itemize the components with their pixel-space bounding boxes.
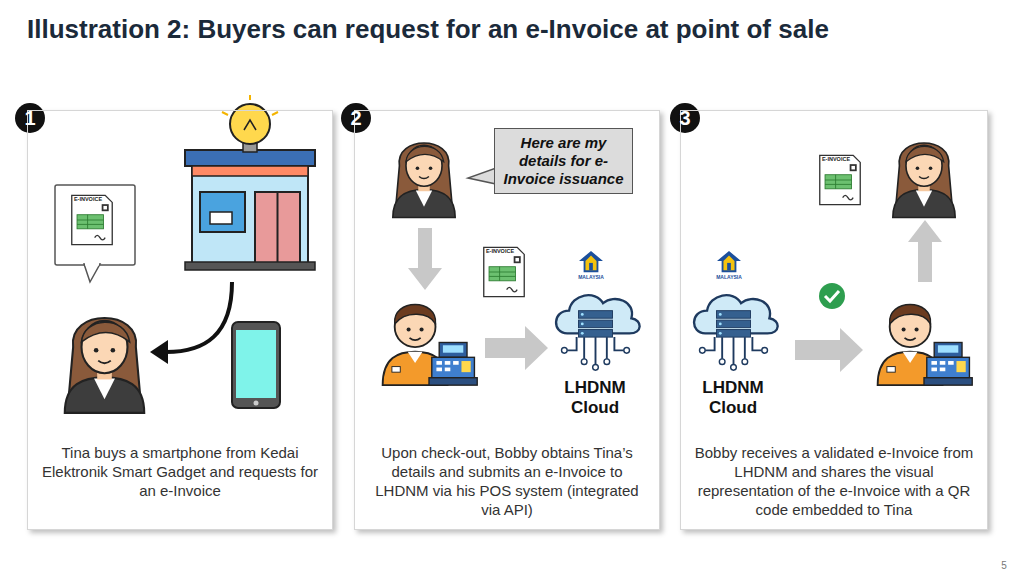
text-label: E-INVOICE <box>480 248 520 255</box>
invoice-icon <box>820 155 860 204</box>
flow-arrow <box>795 328 863 372</box>
tina-figure <box>393 143 455 217</box>
phone-icon <box>232 322 280 408</box>
tina-figure <box>65 318 144 413</box>
flow-arrow <box>908 220 942 282</box>
cloud-icon <box>694 295 778 370</box>
flow-arrow <box>485 326 548 370</box>
step-panel: Upon check-out, Bobby obtains Tina’s det… <box>354 110 660 530</box>
step-caption: Bobby receives a validated e-Invoice fro… <box>693 443 975 519</box>
lhdn-logo <box>717 251 741 272</box>
speech-bubble: Here are my details for e-Invoice issuan… <box>494 128 633 194</box>
text-label: E-INVOICE <box>816 156 856 163</box>
invoice-icon <box>72 195 112 244</box>
bobby-figure <box>878 304 973 385</box>
bubble-text: Here are my details for e-Invoice issuan… <box>501 134 626 188</box>
text-label: LHDNM Cloud <box>555 378 635 418</box>
text-label: LHDNM Cloud <box>693 378 773 418</box>
step-panel: Tina buys a smartphone from Kedai Elektr… <box>27 110 333 530</box>
lhdn-logo <box>579 251 603 272</box>
flow-arrow <box>408 228 442 290</box>
text-label: 2 <box>341 107 371 129</box>
step-caption: Tina buys a smartphone from Kedai Elektr… <box>40 443 320 500</box>
step-panel: Bobby receives a validated e-Invoice fro… <box>680 110 988 530</box>
curved-arrow <box>150 282 232 364</box>
check-mark <box>819 283 845 309</box>
bobby-figure <box>383 304 478 385</box>
invoice-thought-bubble <box>55 185 135 282</box>
cloud-icon <box>556 295 640 370</box>
text-label: 1 <box>15 107 45 129</box>
shop-icon <box>185 95 315 270</box>
bubble-tail <box>468 168 496 184</box>
text-label: 3 <box>670 107 700 129</box>
text-label: E-INVOICE <box>68 196 108 203</box>
diagram-title: Illustration 2: Buyers can request for a… <box>27 14 1007 45</box>
text-label: MALAYSIA <box>709 274 749 280</box>
invoice-icon <box>484 247 524 296</box>
text-label: 5 <box>994 560 1014 572</box>
text-label: MALAYSIA <box>571 274 611 280</box>
tina-figure <box>893 143 955 217</box>
step-caption: Upon check-out, Bobby obtains Tina’s det… <box>367 443 647 519</box>
